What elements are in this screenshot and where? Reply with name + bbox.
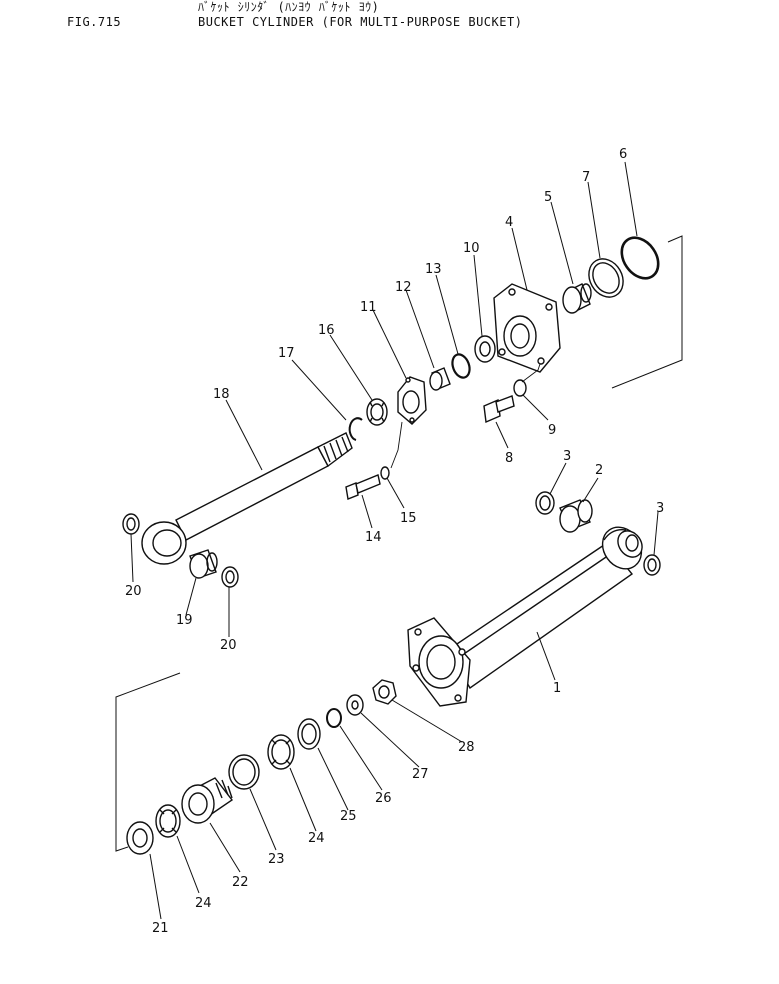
- collar-12: [429, 367, 451, 391]
- wear-ring-24a: [155, 804, 181, 838]
- callout-12: 12: [395, 280, 412, 295]
- ring-23: [228, 754, 260, 790]
- callout-26: 26: [375, 791, 392, 806]
- nut-28: [372, 679, 397, 705]
- title-english: BUCKET CYLINDER (FOR MULTI-PURPOSE BUCKE…: [198, 15, 523, 29]
- piston-22: [181, 777, 234, 824]
- dust-seal-20b: [221, 566, 239, 588]
- figure-number: FIG.715: [67, 15, 122, 29]
- bolt-14: [345, 474, 381, 500]
- callout-1: 1: [553, 681, 561, 696]
- callout-6: 6: [619, 147, 627, 162]
- bushing-5: [562, 283, 592, 314]
- callout-7: 7: [582, 170, 590, 185]
- callout-3a: 3: [563, 449, 571, 464]
- callout-20b: 20: [220, 638, 237, 653]
- callout-17: 17: [278, 346, 295, 361]
- callout-14: 14: [365, 530, 382, 545]
- backup-ring-7: [588, 258, 624, 298]
- callout-19: 19: [176, 613, 193, 628]
- washer-15: [380, 466, 390, 480]
- piston-rod: [141, 432, 353, 565]
- callout-21: 21: [152, 921, 169, 936]
- callout-13: 13: [425, 262, 442, 277]
- callout-3b: 3: [656, 501, 664, 516]
- callout-22: 22: [232, 875, 249, 890]
- group-bracket-lower: [115, 672, 181, 852]
- o-ring-6: [620, 236, 660, 280]
- callout-27: 27: [412, 767, 429, 782]
- title-japanese: ﾊﾞｹｯﾄ ｼﾘﾝﾀﾞ (ﾊﾝﾖｳ ﾊﾞｹｯﾄ ﾖｳ): [198, 0, 380, 14]
- callout-11: 11: [360, 300, 377, 315]
- callout-28: 28: [458, 740, 475, 755]
- callout-23: 23: [268, 852, 285, 867]
- callout-9: 9: [548, 423, 556, 438]
- washer-9: [513, 379, 527, 397]
- callout-8: 8: [505, 451, 513, 466]
- ring-26: [326, 708, 342, 728]
- callout-labels: 1 2 3 3 4 5 6 7 8 9 10 13 12 11 16 17 18…: [125, 147, 664, 936]
- callout-18: 18: [213, 387, 230, 402]
- bushing-2: [559, 499, 593, 533]
- wear-ring-24b: [267, 734, 295, 770]
- rod-seal-10: [474, 335, 496, 363]
- callout-5: 5: [544, 190, 552, 205]
- cylinder-head: [493, 283, 561, 373]
- bushing-19: [189, 549, 218, 579]
- dust-seal-3a: [535, 491, 555, 515]
- callout-24a: 24: [195, 896, 212, 911]
- seal-ring-25: [297, 718, 321, 750]
- bearing-16: [366, 398, 388, 426]
- callout-25: 25: [340, 809, 357, 824]
- washer-27: [346, 694, 364, 716]
- dust-seal-3b: [643, 554, 661, 576]
- cylinder-tube: [407, 526, 643, 707]
- callout-24b: 24: [308, 831, 325, 846]
- callout-16: 16: [318, 323, 335, 338]
- callout-4: 4: [505, 215, 513, 230]
- callout-2: 2: [595, 463, 603, 478]
- group-bracket-upper: [611, 235, 683, 389]
- bolt-8: [483, 395, 515, 424]
- callout-10: 10: [463, 241, 480, 256]
- guide-lines: [390, 363, 541, 469]
- ring-21: [126, 821, 154, 855]
- o-ring-13: [451, 353, 471, 379]
- snap-ring-17: [348, 417, 363, 441]
- leader-lines: [130, 161, 659, 920]
- retainer-11: [397, 376, 427, 425]
- callout-20a: 20: [125, 584, 142, 599]
- dust-seal-20a: [122, 513, 140, 535]
- callout-15: 15: [400, 511, 417, 526]
